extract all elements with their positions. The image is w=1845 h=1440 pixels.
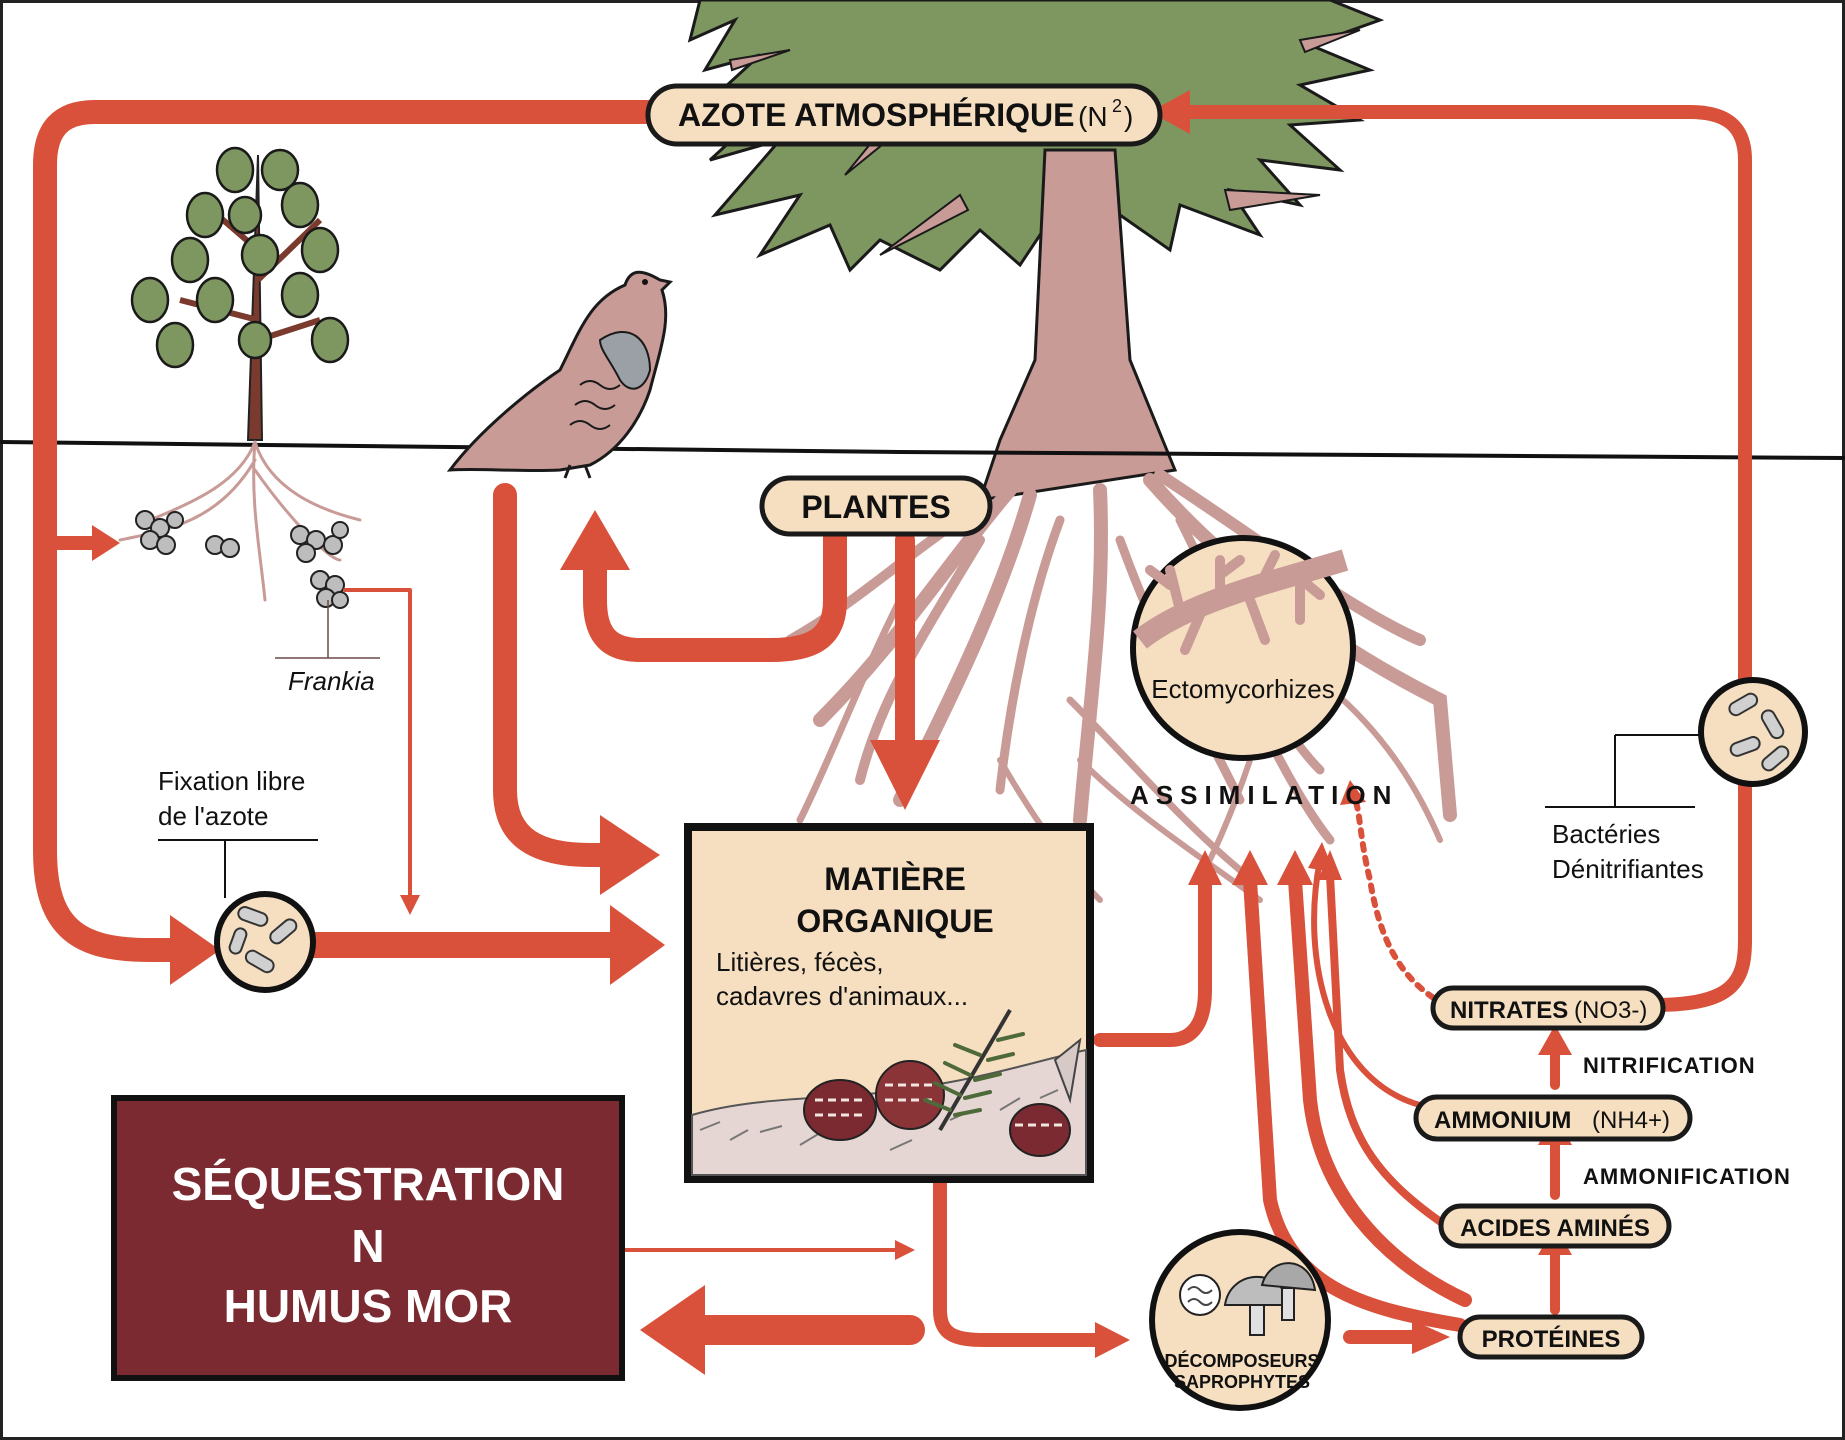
fir-tree-icon <box>687 0 1385 502</box>
plantes-pill <box>759 475 993 537</box>
flow-arrows <box>33 90 1752 1375</box>
sequestration-box <box>111 1095 625 1381</box>
denitrifying-bacteria-icon <box>1698 677 1808 787</box>
tree-icon <box>118 146 362 609</box>
azote-pill <box>645 83 1163 147</box>
matiere-sub-1: Litières, fécès, <box>716 947 884 977</box>
azote-formula: (N <box>1078 101 1108 132</box>
fir-trunk <box>977 148 1178 502</box>
bacteria-icon <box>1179 1274 1221 1316</box>
nitrates-formula: (NO3-) <box>1574 997 1647 1024</box>
nitrates-pill <box>1430 985 1666 1031</box>
proteines-pill <box>1457 1314 1645 1360</box>
decomposeurs-label-2: SAPROPHYTES <box>1174 1372 1310 1392</box>
fixation-label-2: de l'azote <box>158 801 269 831</box>
matiere-organique-box <box>684 823 1094 1183</box>
proteines-label: PROTÉINES <box>1482 1325 1621 1353</box>
tree-leaves <box>130 146 350 369</box>
bacteria-icon <box>214 891 316 993</box>
sequestration-label-2: N <box>351 1220 384 1272</box>
frankia-nodules <box>135 510 349 609</box>
sequestration-label-3: HUMUS MOR <box>224 1280 513 1332</box>
pine-cone-icon <box>803 1008 1082 1157</box>
bird-icon <box>446 270 674 479</box>
fixation-leader <box>158 839 318 898</box>
azote-formula-close: ) <box>1124 101 1133 132</box>
decomposeurs-label-1: DÉCOMPOSEURS <box>1164 1350 1319 1371</box>
ectomycorhizes-label: Ectomycorhizes <box>1151 674 1335 704</box>
ammonium-pill <box>1413 1094 1693 1142</box>
azote-label: AZOTE ATMOSPHÉRIQUE <box>678 97 1074 133</box>
mushroom-icon <box>1223 1262 1317 1336</box>
ammonium-formula: (NH4+) <box>1592 1107 1670 1134</box>
frankia-label: Frankia <box>288 666 375 696</box>
bacteries-label-1: Bactéries <box>1552 819 1660 849</box>
nitrates-label: NITRATES <box>1450 997 1568 1024</box>
matiere-sub-2: cadavres d'animaux... <box>716 981 968 1011</box>
bacteries-label-2: Dénitrifiantes <box>1552 854 1704 884</box>
acides-label: ACIDES AMINÉS <box>1460 1214 1650 1242</box>
azote-formula-sup: 2 <box>1112 96 1122 116</box>
ectomycorhizes-circle <box>1130 535 1356 761</box>
decomposers-circle <box>1149 1229 1331 1411</box>
acides-pill <box>1438 1203 1672 1249</box>
sequestration-label-1: SÉQUESTRATION <box>172 1158 565 1210</box>
matiere-title-2: ORGANIQUE <box>796 903 993 939</box>
plantes-label: PLANTES <box>801 489 950 525</box>
fixation-label-1: Fixation libre <box>158 766 305 796</box>
assimilation-label: ASSIMILATION <box>1130 780 1398 810</box>
ammonification-label: AMMONIFICATION <box>1583 1164 1791 1189</box>
bacteries-leader <box>1545 734 1700 808</box>
ammonium-label: AMMONIUM <box>1434 1107 1571 1134</box>
ground-line <box>0 440 1845 460</box>
matiere-title-1: MATIÈRE <box>824 861 966 897</box>
nitrification-label: NITRIFICATION <box>1583 1053 1756 1078</box>
